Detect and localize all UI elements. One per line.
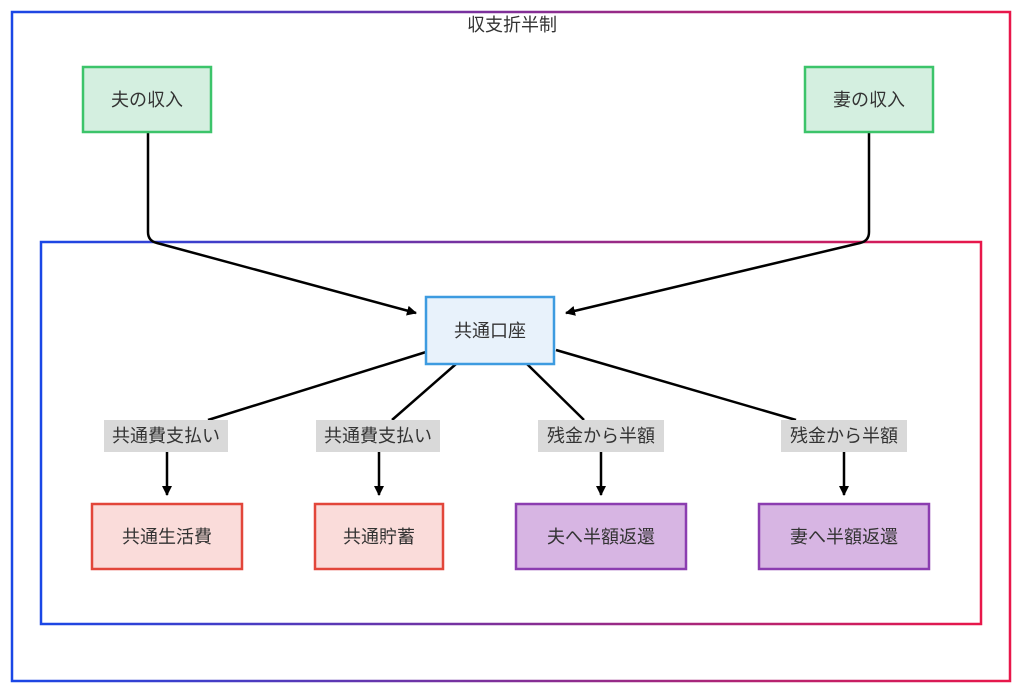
edge-label-rem1-text: 残金から半額 — [547, 426, 655, 447]
edge-wife-income-to-account — [565, 132, 871, 316]
edge-label-rem2: 残金から半額 — [781, 420, 907, 452]
node-return-wife-label: 妻へ半額返還 — [790, 527, 898, 548]
edge-husband-income-to-account — [146, 132, 417, 316]
edge-account-to-rem1 — [526, 363, 585, 421]
node-wife-income-label: 妻の収入 — [833, 90, 905, 111]
node-husband-income-label: 夫の収入 — [111, 90, 183, 111]
node-common-living-expenses-label: 共通生活費 — [122, 527, 212, 548]
node-return-husband-label: 夫へ半額返還 — [547, 527, 655, 548]
node-return-husband: 夫へ半額返還 — [514, 502, 688, 571]
node-common-account-label: 共通口座 — [454, 321, 526, 342]
node-wife-income: 妻の収入 — [803, 65, 935, 134]
edge-label-pay1-text: 共通費支払い — [112, 426, 220, 447]
edge-label-rem2-text: 残金から半額 — [790, 426, 898, 447]
outer-frame — [10, 10, 1012, 683]
edge-account-to-pay2 — [391, 363, 457, 421]
edge-label-pay2: 共通費支払い — [316, 420, 440, 452]
node-husband-income: 夫の収入 — [81, 65, 213, 134]
node-common-savings: 共通貯蓄 — [313, 502, 445, 571]
node-return-wife: 妻へ半額返還 — [757, 502, 931, 571]
node-common-living-expenses: 共通生活費 — [90, 502, 244, 571]
diagram-title: 収支折半制 — [467, 15, 557, 36]
edge-label-rem1: 残金から半額 — [538, 420, 664, 452]
node-common-account: 共通口座 — [424, 295, 556, 366]
edge-label-pay2-text: 共通費支払い — [324, 426, 432, 447]
inner-frame — [39, 240, 983, 626]
edge-label-pay1: 共通費支払い — [104, 420, 228, 452]
edge-account-to-pay1 — [207, 350, 427, 422]
edge-account-to-rem2 — [555, 348, 797, 422]
node-common-savings-label: 共通貯蓄 — [343, 527, 415, 548]
